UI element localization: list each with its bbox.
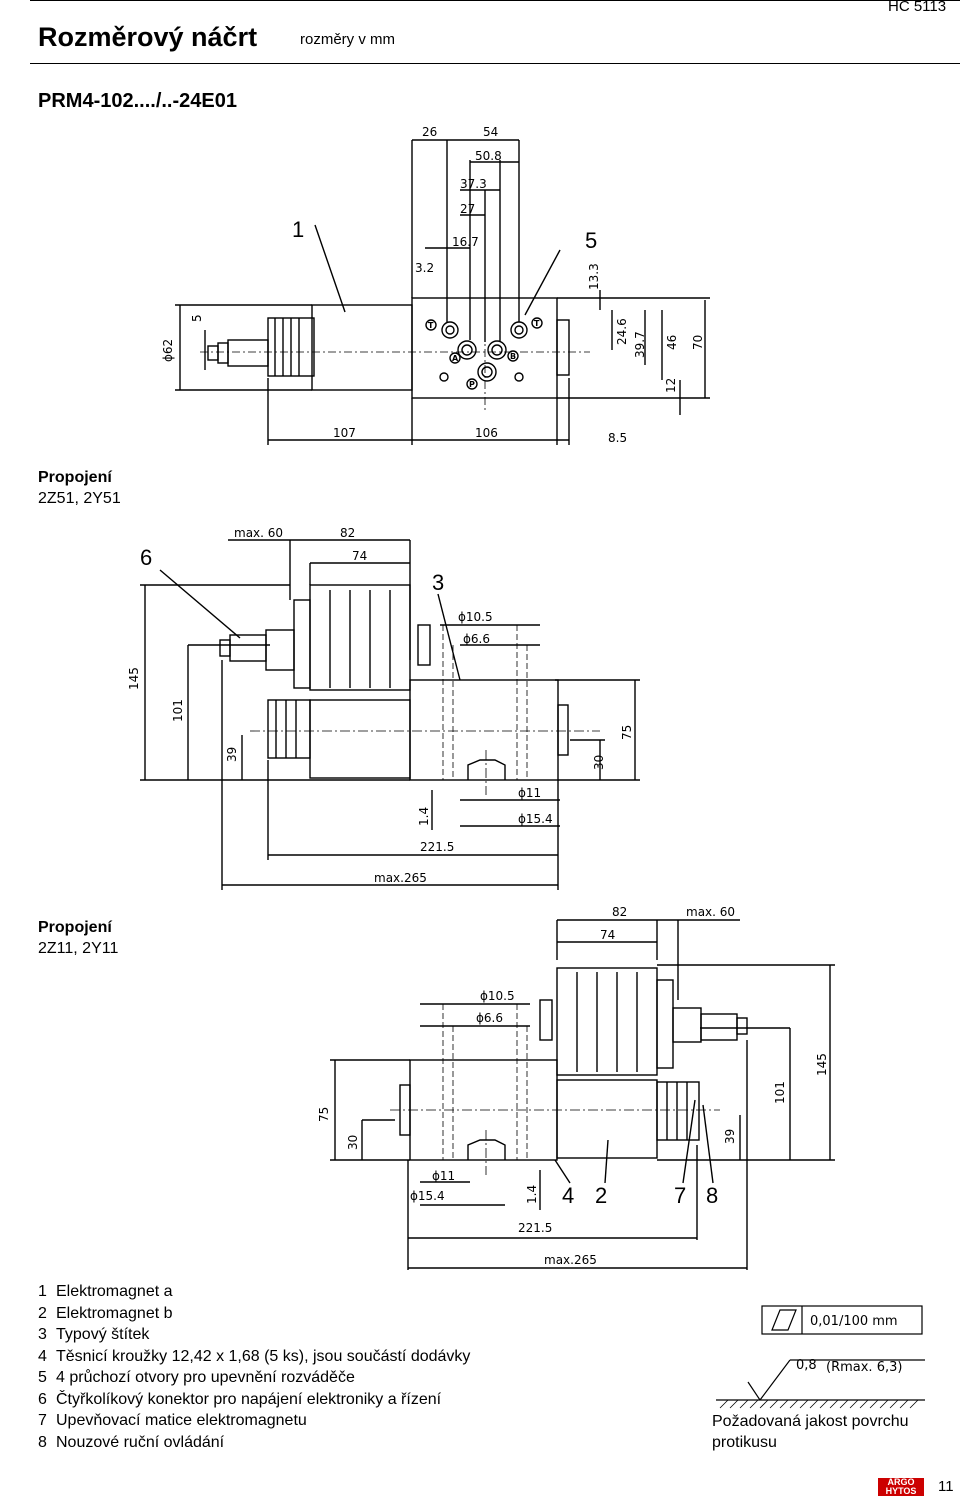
dim-label: 1.4 xyxy=(417,807,431,826)
dim-label: 107 xyxy=(333,426,356,440)
dim-label: 54 xyxy=(483,125,498,139)
units-note: rozměry v mm xyxy=(300,31,395,48)
callout-7: 7 xyxy=(674,1183,686,1208)
dim-label: 39 xyxy=(225,747,239,762)
drawing-3-dims: 82 max. 60 74 ϕ10.5 ϕ6.6 75 30 145 101 3… xyxy=(317,905,829,1267)
section-heading: Propojení xyxy=(38,469,112,486)
document-code: HC 5113 xyxy=(888,0,947,15)
dim-label: 74 xyxy=(352,549,367,563)
dim-label: 3.2 xyxy=(415,261,434,275)
dim-label: 106 xyxy=(475,426,498,440)
dim-label: 221.5 xyxy=(420,840,454,854)
dim-label: ϕ15.4 xyxy=(410,1189,445,1203)
section-label-2z11: Propojení 2Z11, 2Y11 xyxy=(38,917,118,959)
dim-label: ϕ62 xyxy=(161,339,175,362)
dim-label: 30 xyxy=(346,1135,360,1150)
callout-1: 1 xyxy=(292,217,304,242)
section-variants: 2Z51, 2Y51 xyxy=(38,490,121,507)
header-frame xyxy=(30,0,960,64)
dim-label: 1.4 xyxy=(525,1185,539,1204)
dim-label: 27 xyxy=(460,202,475,216)
dim-label: 30 xyxy=(592,755,606,770)
dim-label: 82 xyxy=(612,905,627,919)
port-label: B xyxy=(510,352,516,361)
section-label-2z51: Propojení 2Z51, 2Y51 xyxy=(38,467,121,509)
dim-label: 145 xyxy=(815,1053,829,1076)
dim-label: 16.7 xyxy=(452,235,479,249)
dim-label: ϕ6.6 xyxy=(463,632,490,646)
callout-8: 8 xyxy=(706,1183,718,1208)
dim-label: 46 xyxy=(665,335,679,350)
dim-label: 101 xyxy=(171,699,185,722)
drawing-2-side-view xyxy=(140,539,640,890)
dim-label: 82 xyxy=(340,526,355,540)
dim-label: 13.3 xyxy=(587,263,601,290)
dim-label: 101 xyxy=(773,1081,787,1104)
page-number: 11 xyxy=(938,1478,954,1495)
dim-label: 8.5 xyxy=(608,431,627,445)
port-letters: T T A B P xyxy=(428,319,540,389)
dim-label: 221.5 xyxy=(518,1221,552,1235)
dim-label: 74 xyxy=(600,928,615,942)
dim-label: 70 xyxy=(691,335,705,350)
drawing-2-dims: max. 60 82 74 ϕ10.5 ϕ6.6 145 101 39 30 7… xyxy=(127,526,634,885)
callout-5: 5 xyxy=(585,228,597,253)
dim-label: max.265 xyxy=(374,871,427,885)
dim-label: 24.6 xyxy=(615,318,629,345)
section-variants: 2Z11, 2Y11 xyxy=(38,940,119,957)
dim-label: 39 xyxy=(723,1129,737,1144)
port-label: P xyxy=(469,380,475,389)
drawing-3-side-view xyxy=(330,919,835,1270)
callout-6: 6 xyxy=(140,545,152,570)
drawing-1-dims: 26 54 50.8 37.3 27 16.7 3.2 13.3 5 ϕ62 2… xyxy=(161,125,705,445)
dim-label: 145 xyxy=(127,667,141,690)
dim-label: 26 xyxy=(422,125,437,139)
drawing-1-top-view xyxy=(175,139,710,445)
dim-label: 75 xyxy=(317,1107,331,1122)
section-heading: Propojení xyxy=(38,919,112,936)
dim-label: 75 xyxy=(620,725,634,740)
callout-2: 2 xyxy=(595,1183,607,1208)
brand-logo: ARGO HYTOS xyxy=(878,1478,924,1496)
dim-label: 5 xyxy=(190,314,204,322)
port-label: A xyxy=(452,354,459,363)
roughness-max: (Rmax. 6,3) xyxy=(826,1360,902,1375)
port-label: T xyxy=(534,319,540,328)
dim-label: 12 xyxy=(664,378,678,393)
dim-label: 37.3 xyxy=(460,177,487,191)
dim-label: ϕ10.5 xyxy=(480,989,515,1003)
dim-label: ϕ10.5 xyxy=(458,610,493,624)
port-label: T xyxy=(428,321,434,330)
surface-quality-symbol xyxy=(716,1305,925,1409)
dim-label: ϕ6.6 xyxy=(476,1011,503,1025)
flatness-value: 0,01/100 mm xyxy=(810,1314,898,1329)
roughness-value: 0,8 xyxy=(796,1358,817,1373)
callout-4: 4 xyxy=(562,1183,574,1208)
callout-3: 3 xyxy=(432,570,444,595)
dim-label: 39.7 xyxy=(633,331,647,358)
page-title: Rozměrový náčrt xyxy=(38,22,258,52)
dim-label: ϕ11 xyxy=(518,786,541,800)
dim-label: ϕ15.4 xyxy=(518,812,553,826)
surface-caption: Požadovaná jakost povrchu protikusu xyxy=(712,1413,909,1451)
dim-label: 50.8 xyxy=(475,149,502,163)
model-designation: PRM4-102..../..-24E01 xyxy=(38,90,237,112)
dim-label: max. 60 xyxy=(234,526,283,540)
dim-label: ϕ11 xyxy=(432,1169,455,1183)
dim-label: max. 60 xyxy=(686,905,735,919)
dim-label: max.265 xyxy=(544,1253,597,1267)
